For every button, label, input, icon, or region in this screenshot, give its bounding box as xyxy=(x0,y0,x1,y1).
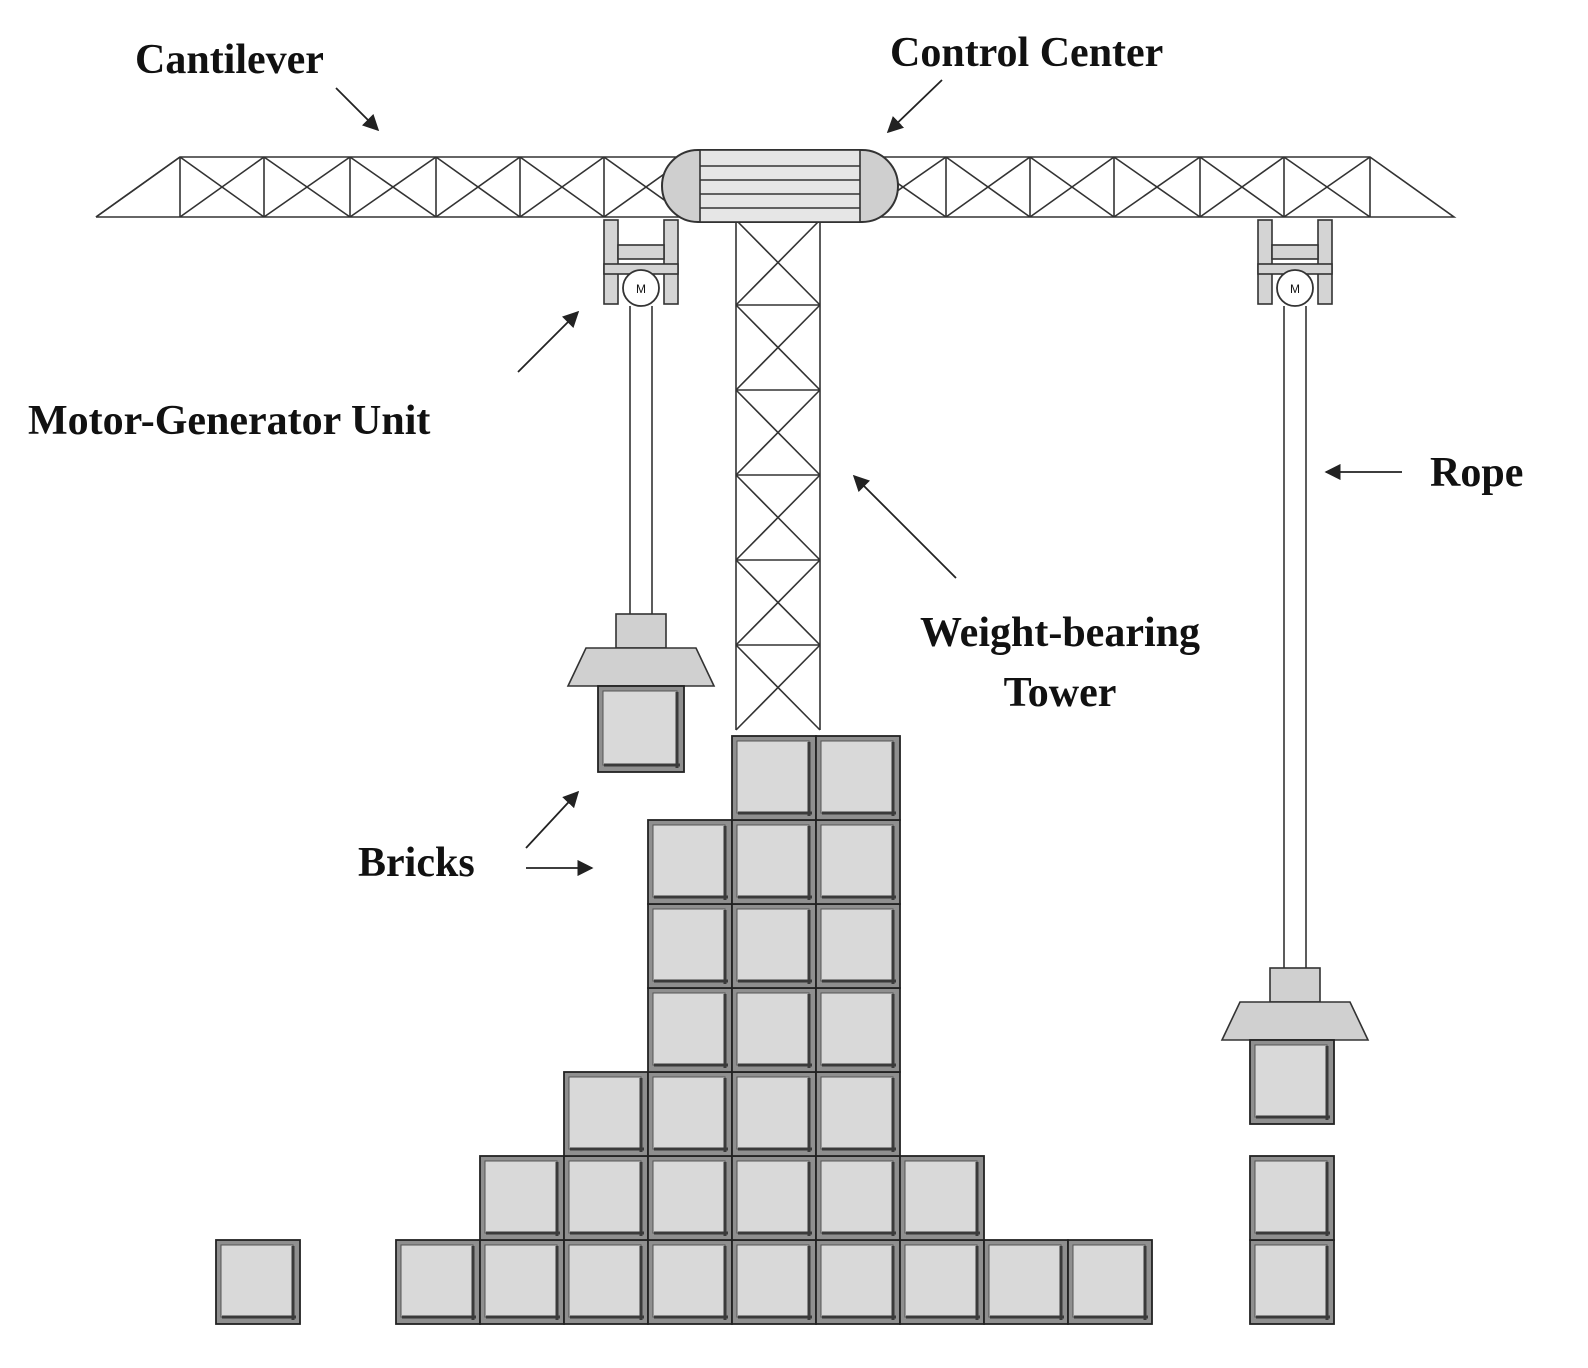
brick xyxy=(563,1071,649,1157)
cantilever-label: Cantilever xyxy=(135,37,324,83)
cantilever-arrow xyxy=(335,87,380,132)
cantilever-truss xyxy=(95,156,1457,218)
brick xyxy=(731,1239,817,1325)
left-rope xyxy=(629,306,653,614)
motor-generator-arrow xyxy=(517,310,580,373)
right-hook xyxy=(1220,967,1370,1041)
rope-label: Rope xyxy=(1430,450,1523,496)
brick xyxy=(647,1071,733,1157)
brick xyxy=(647,987,733,1073)
motor-symbol: M xyxy=(1290,282,1300,296)
motor-symbol: M xyxy=(636,282,646,296)
left-hook xyxy=(566,613,716,687)
brick xyxy=(215,1239,301,1325)
control-center-arrow xyxy=(886,79,943,134)
bricks-label: Bricks xyxy=(358,840,475,886)
right-motor-generator: M xyxy=(1276,269,1314,307)
bricks-group xyxy=(215,685,1335,1325)
brick xyxy=(647,819,733,905)
brick xyxy=(899,1239,985,1325)
brick xyxy=(815,903,901,989)
brick xyxy=(395,1239,481,1325)
left-trolley xyxy=(603,219,679,305)
brick xyxy=(563,1239,649,1325)
brick xyxy=(731,735,817,821)
brick xyxy=(815,735,901,821)
brick xyxy=(563,1155,649,1241)
bricks-arrow-upper xyxy=(525,790,580,849)
right-rope xyxy=(1283,306,1307,968)
brick xyxy=(479,1155,565,1241)
brick xyxy=(1249,1155,1335,1241)
brick xyxy=(731,819,817,905)
tower-arrow xyxy=(852,474,957,579)
motor-generator-unit-label: Motor-Generator Unit xyxy=(28,398,430,444)
brick xyxy=(597,685,685,773)
control-center-label: Control Center xyxy=(890,30,1163,76)
tower-label-line2: Tower xyxy=(1004,670,1117,716)
brick xyxy=(1249,1039,1335,1125)
labels: Cantilever Control Center Motor-Generato… xyxy=(28,30,1523,886)
brick xyxy=(983,1239,1069,1325)
brick xyxy=(731,903,817,989)
brick xyxy=(479,1239,565,1325)
brick xyxy=(815,987,901,1073)
weight-bearing-tower xyxy=(735,219,821,731)
brick xyxy=(731,1071,817,1157)
brick xyxy=(647,1155,733,1241)
right-trolley xyxy=(1257,219,1333,305)
brick xyxy=(647,1239,733,1325)
left-motor-generator: M xyxy=(622,269,660,307)
brick xyxy=(731,987,817,1073)
brick xyxy=(815,1071,901,1157)
callout-arrows xyxy=(335,79,1402,877)
tower-label-line1: Weight-bearing xyxy=(920,610,1200,656)
brick xyxy=(815,819,901,905)
brick xyxy=(1249,1239,1335,1325)
brick xyxy=(815,1155,901,1241)
control-center-hub xyxy=(661,149,899,223)
brick xyxy=(815,1239,901,1325)
brick xyxy=(1067,1239,1153,1325)
brick xyxy=(647,903,733,989)
brick xyxy=(731,1155,817,1241)
brick xyxy=(899,1155,985,1241)
